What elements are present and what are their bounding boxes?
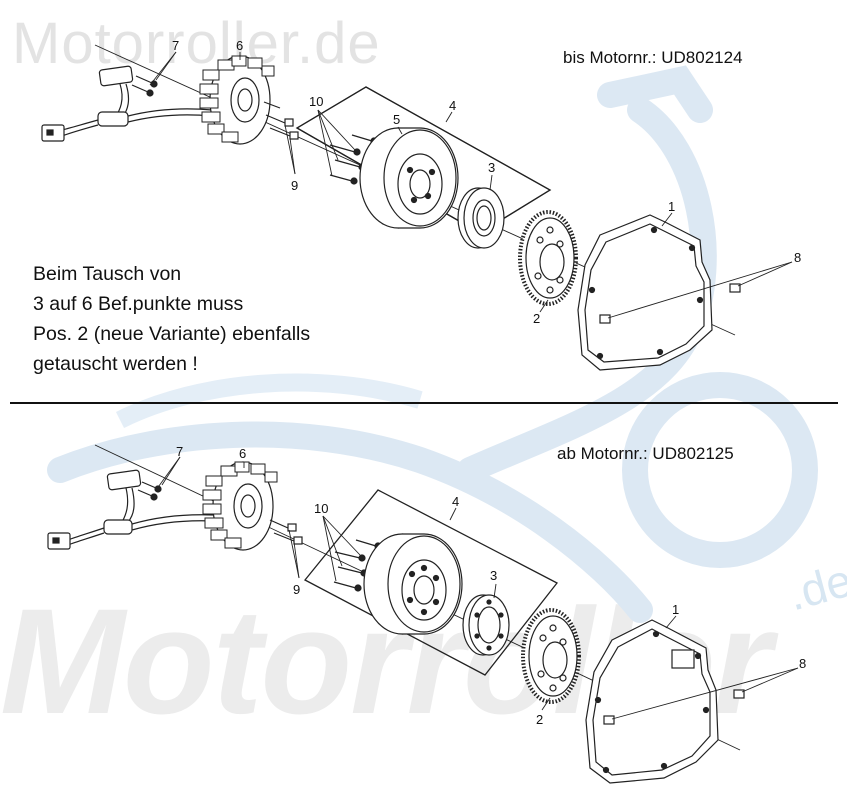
note-line: getauscht werden ! [33, 353, 198, 375]
callout-8: 8 [794, 250, 801, 265]
dowel-pin-icon [599, 283, 741, 324]
callout-7: 7 [176, 444, 183, 459]
motornr-label-bottom: ab Motornr.: UD802125 [557, 444, 734, 463]
callout-4: 4 [452, 494, 459, 509]
callout-1: 1 [672, 602, 679, 617]
callout-6: 6 [236, 38, 243, 53]
top-callouts: 7 6 10 5 4 3 9 1 8 2 [172, 38, 801, 326]
callout-9: 9 [291, 178, 298, 193]
watermark-top: Motorroller.de [12, 11, 381, 76]
callout-2: 2 [533, 311, 540, 326]
callout-6: 6 [239, 446, 246, 461]
starter-gear-icon [518, 210, 578, 306]
screw-icon [131, 75, 158, 97]
gasket-cover-icon [585, 619, 719, 784]
gasket-cover-icon [577, 214, 713, 371]
bottom-callouts: 7 6 10 4 3 9 1 8 2 [176, 444, 806, 727]
callout-7: 7 [172, 38, 179, 53]
callout-2: 2 [536, 712, 543, 727]
stator-icon [202, 461, 278, 551]
screw-icon [137, 481, 162, 501]
dowel-pin-icon [603, 689, 745, 725]
stator-icon [199, 55, 275, 145]
callout-10: 10 [309, 94, 323, 109]
clutch-ring-icon [462, 594, 510, 656]
flywheel-icon [363, 533, 463, 635]
callout-4: 4 [449, 98, 456, 113]
note-line: 3 auf 6 Bef.punkte muss [33, 293, 244, 315]
note-line: Pos. 2 (neue Variante) ebenfalls [33, 323, 311, 345]
wire-harness-icon [41, 65, 213, 142]
callout-9: 9 [293, 582, 300, 597]
clutch-ring-icon [457, 187, 505, 249]
screw-icon [263, 101, 299, 140]
starter-gear-icon [521, 608, 581, 704]
note-line: Beim Tausch von [33, 263, 182, 285]
replacement-note: Beim Tausch von 3 auf 6 Bef.punkte muss … [33, 259, 310, 379]
wire-harness-icon [47, 469, 215, 550]
top-panel-drawing [41, 44, 793, 371]
flywheel-icon [359, 127, 459, 229]
bottom-panel-drawing [47, 444, 799, 784]
screw-icon [269, 519, 303, 545]
callout-3: 3 [490, 568, 497, 583]
callout-3: 3 [488, 160, 495, 175]
callout-8: 8 [799, 656, 806, 671]
callout-1: 1 [668, 199, 675, 214]
callout-5: 5 [393, 112, 400, 127]
callout-10: 10 [314, 501, 328, 516]
motornr-label-top: bis Motornr.: UD802124 [563, 48, 743, 67]
